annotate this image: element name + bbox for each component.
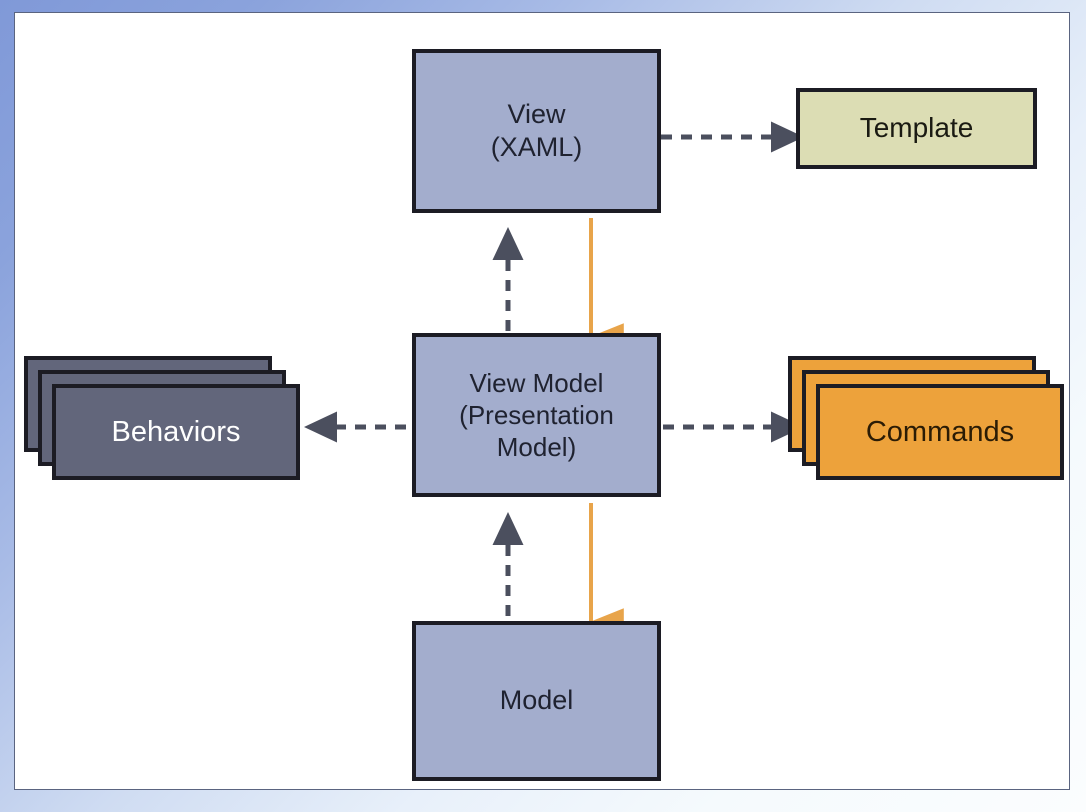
diagram-canvas: View (XAML) Template View Model (Present… [14,12,1070,790]
node-model-label: Model [499,685,574,716]
commands-card-front[interactable]: Commands [816,384,1064,480]
node-view-label: View (XAML) [490,98,583,162]
node-model[interactable]: Model [412,621,661,781]
node-behaviors-label: Behaviors [111,415,241,448]
node-viewmodel[interactable]: View Model (Presentation Model) [412,333,661,497]
node-template-label: Template [859,112,974,144]
edge-view-to-template [661,121,816,153]
edge-viewmodel-to-commands [663,411,813,443]
edge-viewmodel-to-model [580,503,624,638]
behaviors-card-front[interactable]: Behaviors [52,384,300,480]
node-template[interactable]: Template [796,88,1037,169]
node-commands-label: Commands [865,415,1015,448]
node-behaviors[interactable]: Behaviors [24,356,300,480]
edge-view-to-viewmodel [580,218,624,353]
edge-model-to-viewmodel [492,503,524,638]
node-view[interactable]: View (XAML) [412,49,661,213]
node-commands[interactable]: Commands [788,356,1064,480]
node-viewmodel-label: View Model (Presentation Model) [459,367,614,463]
